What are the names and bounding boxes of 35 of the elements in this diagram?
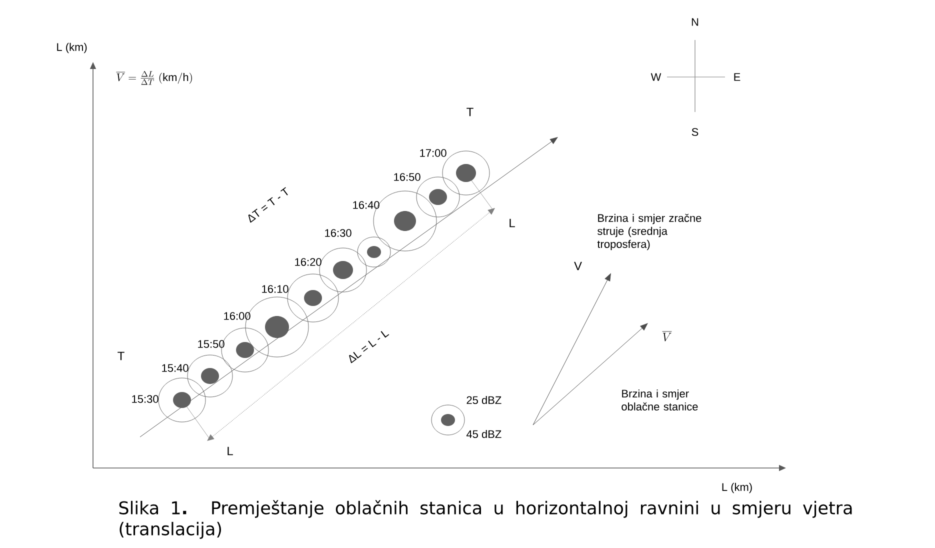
- axis-label: L (km): [722, 482, 752, 494]
- point-label: L: [228, 446, 233, 456]
- time-label: 16:30: [325, 229, 352, 237]
- time-label: 16:10: [262, 285, 288, 293]
- point-label: T: [118, 352, 124, 360]
- annotation: Brzina i smjer oblačne stanice: [622, 389, 698, 411]
- caption: Slika 1. Premještanje oblačnih stanica u horizontalnoj ravnini u smjeru vjetra (translacija): [119, 500, 852, 539]
- storm-cell: [431, 404, 465, 436]
- annotation: Brzina i smjer zračne struje (srednja troposfera): [597, 214, 702, 250]
- compass-label: N: [692, 18, 698, 26]
- time-label: 16:40: [353, 201, 380, 209]
- axis-label: L (km): [57, 42, 87, 54]
- formula: ΔT = T - T: [248, 187, 288, 223]
- compass-label: S: [692, 128, 698, 136]
- storm-cell: [158, 378, 206, 422]
- point-label: T: [466, 108, 474, 116]
- point-label: L: [510, 218, 515, 228]
- time-label: 17:00: [420, 149, 446, 157]
- vector-label: $\overline{V}$: [662, 332, 672, 342]
- time-label: 16:20: [295, 258, 322, 266]
- compass-label: W: [650, 73, 662, 81]
- time-label: 25 dBZ: [466, 396, 502, 404]
- time-label: 16:50: [394, 173, 420, 181]
- compass-label: E: [734, 73, 740, 81]
- time-label: 15:50: [198, 340, 224, 348]
- vector-label: V: [574, 262, 582, 270]
- time-label: 45 dBZ: [466, 430, 502, 438]
- time-label: 16:00: [224, 312, 250, 320]
- time-label: 15:40: [162, 364, 188, 372]
- formula: $\overline{V}= \frac{\Delta L}{\Delta T}\ (\mathrm{km/h})$: [116, 70, 192, 85]
- formula: ΔL = L - L: [349, 331, 390, 364]
- storm-cell: [287, 274, 339, 322]
- storm-cell: [357, 236, 391, 268]
- time-label: 15:30: [132, 395, 158, 403]
- storm-cell: [187, 354, 233, 398]
